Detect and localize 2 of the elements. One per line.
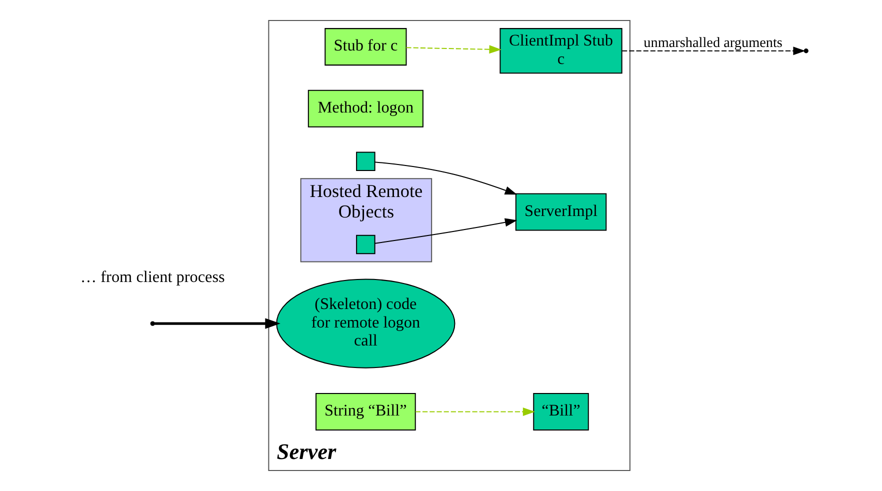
label: … from client process: [80, 268, 225, 286]
edge-label: unmarshalled arguments: [644, 35, 782, 52]
